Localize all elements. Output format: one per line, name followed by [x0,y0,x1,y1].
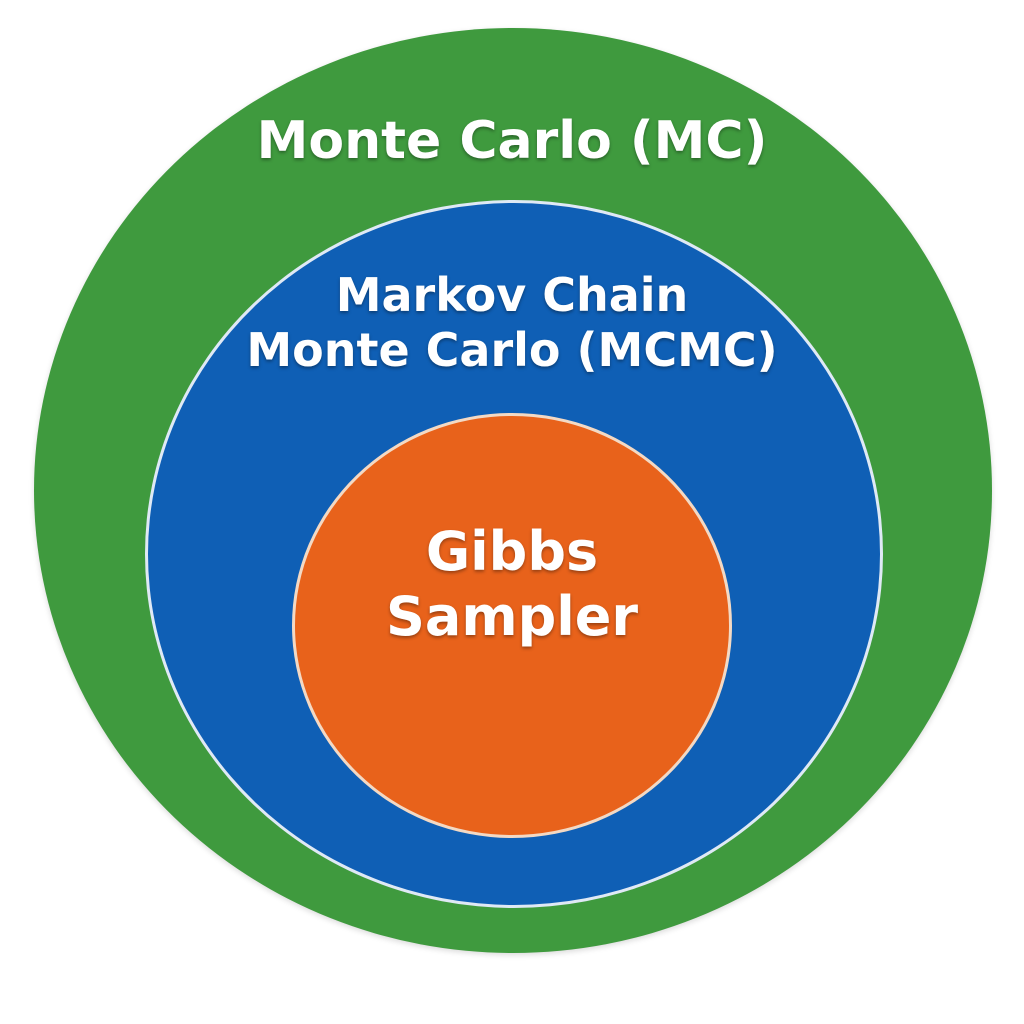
gibbs-label-line-2: Sampler [385,584,639,648]
mcmc-label-line-1: Markov Chain [335,268,689,322]
gibbs-label-line-1: Gibbs [425,520,599,583]
mcmc-label: Markov Chain Monte Carlo (MCMC) [0,268,1024,378]
gibbs-sampler-circle [292,413,732,838]
mcmc-label-line-2: Monte Carlo (MCMC) [246,323,778,378]
gibbs-sampler-label: Gibbs Sampler [0,520,1024,650]
monte-carlo-label: Monte Carlo (MC) [256,111,768,171]
